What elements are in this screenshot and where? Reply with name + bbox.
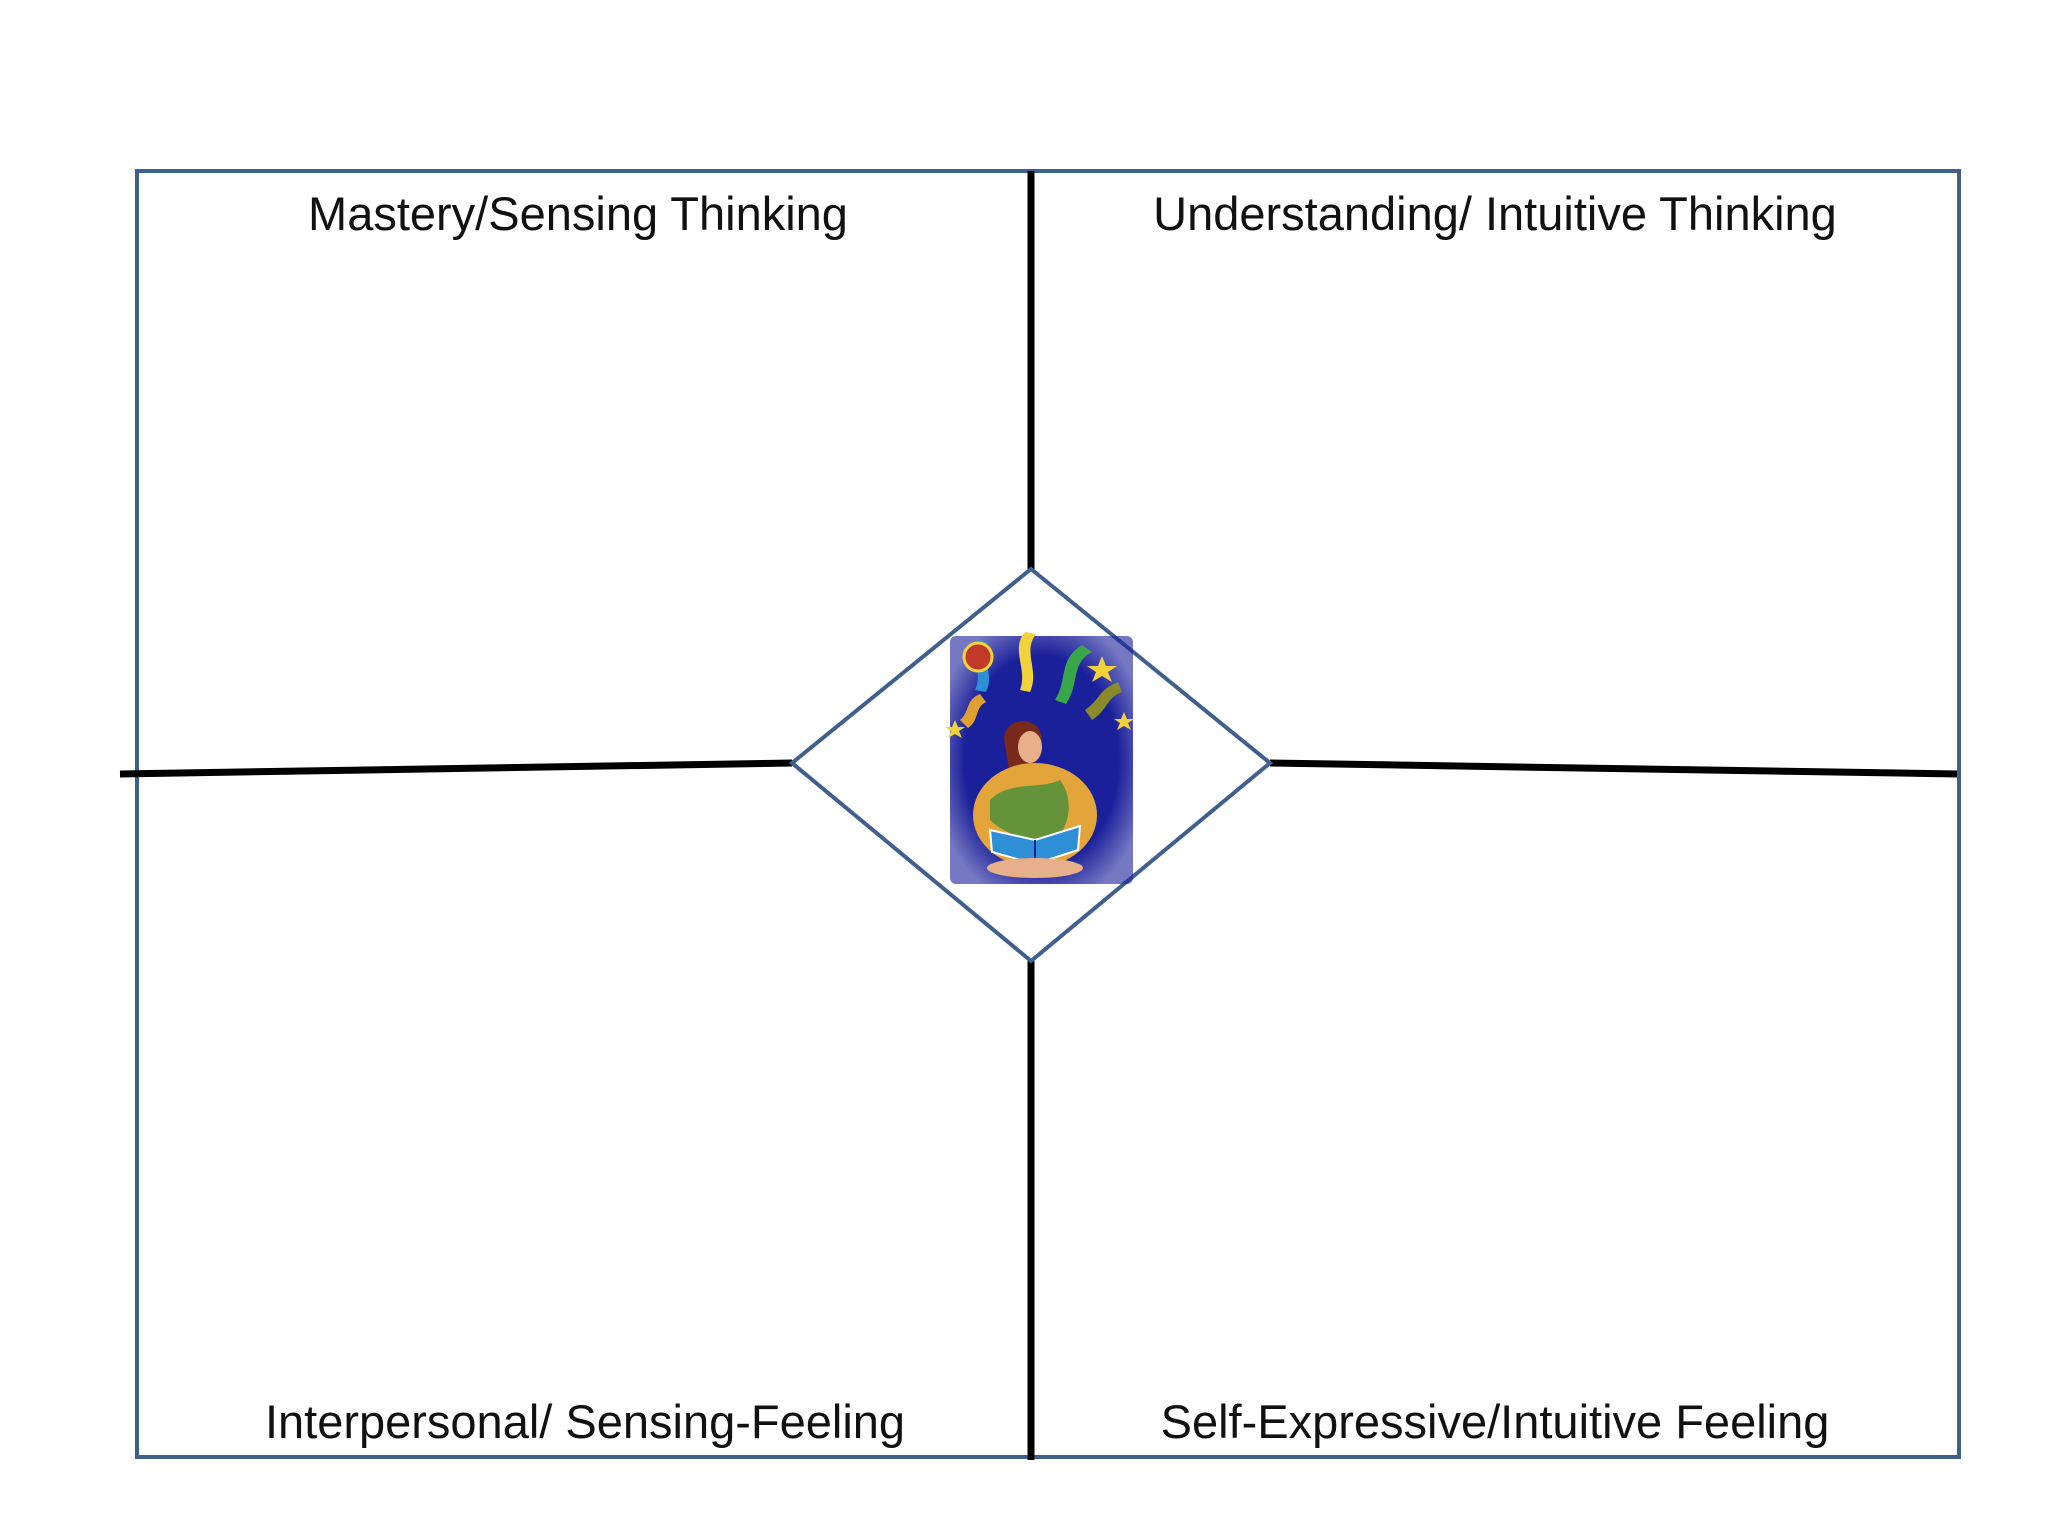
outer-frame [135,169,1961,1459]
horizontal-divider-right [1269,759,1958,778]
reading-figure-image [945,632,1134,884]
quadrant-label-top-right: Understanding/ Intuitive Thinking [1153,187,1837,240]
quadrant-label-bottom-left: Interpersonal/ Sensing-Feeling [264,1395,906,1448]
horizontal-divider-left [119,759,793,778]
quadrant-label-top-left: Mastery/Sensing Thinking [308,187,848,240]
quadrant-label-bottom-right: Self-Expressive/Intuitive Feeling [1160,1395,1830,1448]
